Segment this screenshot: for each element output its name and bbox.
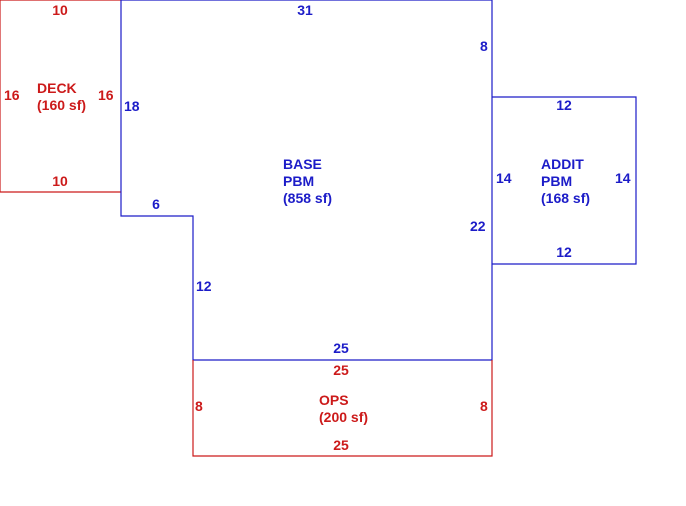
- addit-dim-left: 14: [496, 170, 512, 186]
- ops-outline: [192, 360, 493, 457]
- deck-section: 10 16 16 DECK (160 sf) 10: [0, 0, 121, 193]
- addit-outline: [492, 96, 637, 265]
- base-dim-left-upper: 18: [124, 98, 140, 114]
- addit-area: (168 sf): [541, 190, 590, 206]
- addit-name-line2: PBM: [541, 173, 572, 189]
- deck-dim-right: 16: [98, 87, 114, 103]
- ops-name: OPS: [319, 392, 349, 408]
- base-name-line2: PBM: [283, 173, 314, 189]
- base-dim-top: 31: [297, 2, 313, 18]
- deck-dim-left: 16: [4, 87, 20, 103]
- ops-section: 25 OPS 8 8 (200 sf) 25: [192, 360, 493, 457]
- addit-name-line1: ADDIT: [541, 156, 584, 172]
- deck-outline: [0, 0, 121, 193]
- addit-section: 12 ADDIT 14 14 PBM (168 sf) 12: [492, 96, 637, 265]
- deck-area: (160 sf): [37, 97, 86, 113]
- addit-dim-top: 12: [556, 97, 572, 113]
- ops-dim-top: 25: [333, 362, 349, 378]
- base-area: (858 sf): [283, 190, 332, 206]
- base-dim-left-lower: 12: [196, 278, 212, 294]
- ops-dim-right: 8: [480, 398, 488, 414]
- addit-dim-right: 14: [615, 170, 631, 186]
- ops-dim-bottom: 25: [333, 437, 349, 453]
- base-section: 31 8 18 BASE PBM (858 sf) 6 22 12 25: [120, 0, 493, 361]
- base-dim-bottom: 25: [333, 340, 349, 356]
- ops-dim-left: 8: [195, 398, 203, 414]
- deck-dim-bottom: 10: [52, 173, 68, 189]
- deck-dim-top: 10: [52, 2, 68, 18]
- ops-area: (200 sf): [319, 409, 368, 425]
- base-name-line1: BASE: [283, 156, 322, 172]
- base-dim-right-lower: 22: [470, 218, 486, 234]
- base-dim-right-upper: 8: [480, 38, 488, 54]
- addit-dim-bottom: 12: [556, 244, 572, 260]
- deck-name: DECK: [37, 80, 77, 96]
- base-dim-step: 6: [152, 196, 160, 212]
